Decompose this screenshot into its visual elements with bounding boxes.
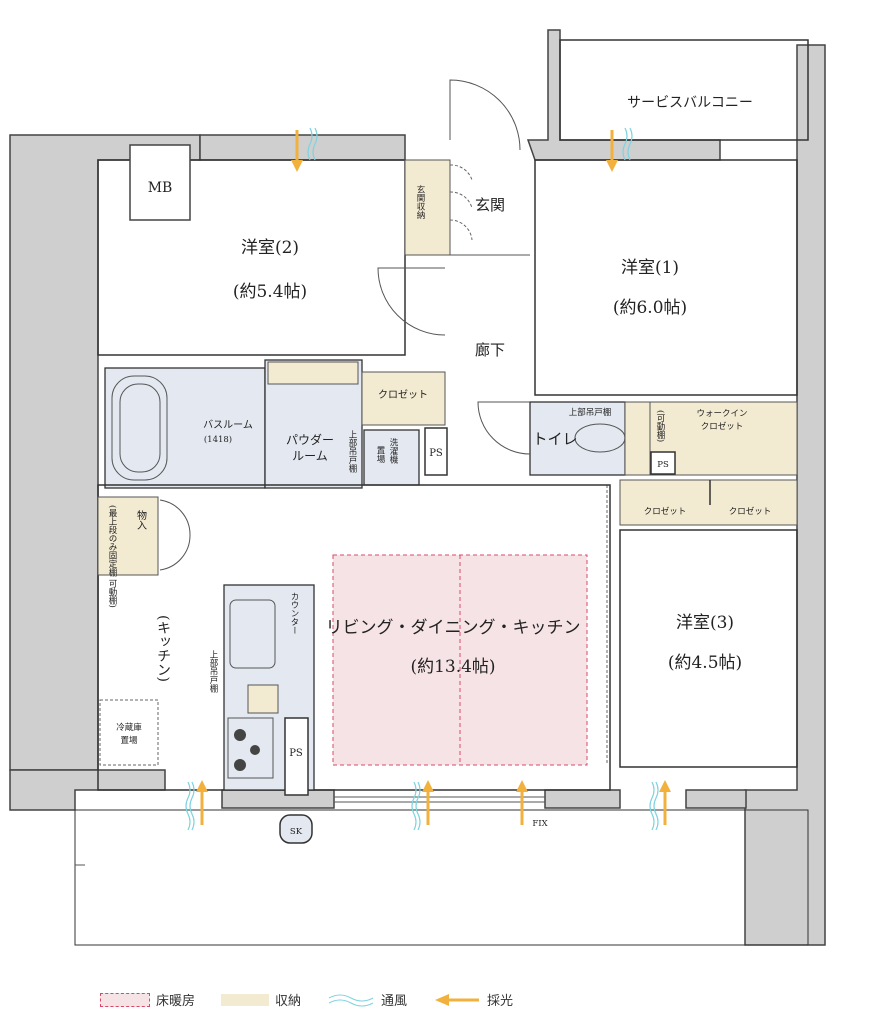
mb-label: MB [148, 180, 173, 196]
service-balcony [559, 39, 809, 141]
front-door[interactable] [449, 79, 521, 151]
bathroom-name: バスルーム [203, 419, 253, 431]
washer-space [363, 429, 420, 486]
entrance-storage [404, 159, 451, 256]
storage-label: 物入 [135, 509, 147, 530]
fridge-line1: 冷蔵庫 [116, 722, 142, 733]
arrow-left-icon [435, 993, 480, 1006]
sk-sink [279, 814, 313, 844]
room-ldk [97, 484, 611, 791]
storage-closet [97, 496, 159, 576]
bathroom-size: (1418) [204, 434, 232, 445]
light-arrows [196, 130, 671, 825]
door-storage[interactable] [159, 499, 191, 571]
door-western-2[interactable] [377, 267, 446, 336]
movable-shelf-label: (可動棚) [655, 410, 666, 442]
ldk-name: リビング・ダイニング・キッチン [326, 618, 581, 638]
western-3-name: 洋室(3) [676, 613, 734, 633]
storage-note: (最上段のみ固定棚 可動棚) [107, 505, 118, 608]
powder-cabinet-label: 上部吊戸棚 [347, 430, 357, 473]
closet-hall-label: クロゼット [378, 389, 428, 401]
western-3-size: (約4.5帖) [668, 653, 742, 673]
balcony [74, 809, 809, 946]
western-1-name: 洋室(1) [621, 258, 679, 278]
legend-label: 通風 [381, 994, 408, 1009]
ps2-box [284, 717, 309, 796]
floor-heating-swatch [100, 992, 150, 1007]
room-western-3 [619, 529, 798, 768]
kitchen-label: (キッチン) [155, 615, 171, 682]
kitchen-sink [229, 599, 276, 669]
closets-room-3 [619, 479, 798, 526]
entrance-label: 玄関 [475, 196, 505, 214]
storage-swatch [221, 993, 270, 1006]
legend-storage: 収納 [221, 990, 301, 1009]
powder-line1: パウダー [286, 432, 334, 447]
ldk-size: (約13.4帖) [410, 657, 495, 677]
door-toilet[interactable] [477, 401, 531, 455]
ps-toilet-label: PS [657, 460, 669, 470]
bathroom [104, 367, 266, 489]
outer-wall-top [199, 134, 406, 161]
legend-label: 床暖房 [156, 994, 196, 1009]
hallway-label: 廊下 [475, 341, 505, 359]
sk-label: SK [290, 827, 303, 837]
service-balcony-label: サービスバルコニー [627, 95, 753, 111]
toilet-label: トイレ [532, 430, 577, 448]
wall-bottom-mid [221, 789, 335, 809]
washer-line2: 置場 [375, 446, 385, 464]
ps2-label: PS [289, 748, 303, 759]
toilet-cabinet-label: 上部吊戸棚 [569, 407, 612, 418]
bathtub [111, 375, 168, 481]
western-1-size: (約6.0帖) [613, 298, 687, 318]
fridge-space [99, 699, 159, 766]
closet-b-label: クロゼット [729, 506, 772, 517]
wall-bottom-far [685, 789, 747, 809]
toilet [529, 401, 626, 476]
western-2-name: 洋室(2) [241, 238, 299, 258]
fridge-line2: 置場 [120, 735, 138, 746]
legend-ventilation: 通風 [327, 990, 407, 1009]
counter-label: カウンター [289, 592, 299, 635]
room-western-1 [534, 159, 798, 396]
legend-label: 採光 [487, 994, 514, 1009]
room-western-2 [97, 159, 406, 356]
legend-floor-heating: 床暖房 [100, 990, 195, 1009]
walkin-line1: ウォークイン [696, 409, 747, 419]
mb-box [129, 144, 191, 221]
wave-icon [328, 994, 374, 1006]
ps-box [424, 427, 448, 476]
closet-hall [361, 371, 446, 426]
closet-a-label: クロゼット [644, 506, 687, 517]
powder-line2: ルーム [292, 449, 328, 463]
fix-label: FIX [532, 819, 548, 829]
legend: 床暖房 収納 通風 採光 [100, 990, 513, 1009]
wall-bottom-right [544, 789, 621, 809]
ps-label: PS [429, 448, 443, 459]
walkin-line2: クロゼット [701, 421, 744, 432]
legend-daylight: 採光 [433, 990, 513, 1009]
wall-bottom-left [9, 769, 166, 811]
western-2-size: (約5.4帖) [233, 282, 307, 302]
washer-line1: 洗濯機 [388, 437, 398, 464]
entrance-storage-label: 玄関収納 [415, 184, 425, 220]
legend-label: 収納 [275, 994, 302, 1009]
ventilation-waves [185, 127, 659, 831]
kitchen-cabinet-label: 上部吊戸棚 [208, 650, 218, 693]
stove [227, 717, 274, 779]
